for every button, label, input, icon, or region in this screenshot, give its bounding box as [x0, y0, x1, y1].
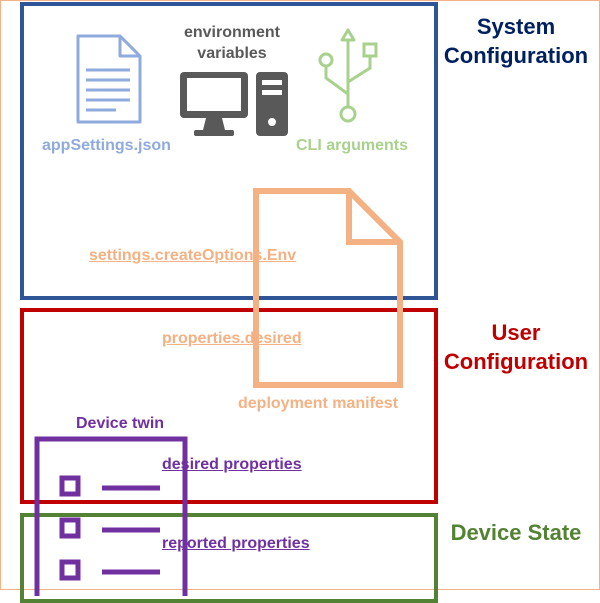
create-options-env-link[interactable]: settings.createOptions.Env [89, 247, 297, 264]
properties-desired-link[interactable]: properties.desired [162, 330, 302, 347]
document-icon [76, 34, 142, 124]
reported-properties-link[interactable]: reported properties [162, 535, 310, 552]
system-heading-line1: System [476, 14, 556, 39]
system-heading-line2: Configuration [443, 43, 589, 68]
checklist-icon [34, 436, 188, 596]
system-configuration-box [20, 2, 438, 300]
desktop-computer-icon [180, 72, 288, 136]
device-twin-label: Device twin [76, 415, 165, 432]
cli-arguments-label: CLI arguments [296, 137, 409, 154]
user-configuration-box [20, 308, 438, 504]
user-heading-line1: User [491, 320, 541, 345]
device-state-heading: Device State [450, 520, 582, 545]
system-configuration-heading: System Configuration [431, 12, 600, 70]
user-configuration-heading: User Configuration [431, 318, 600, 376]
deployment-manifest-label: deployment manifest [238, 395, 399, 412]
user-heading-line2: Configuration [443, 349, 589, 374]
desired-properties-link[interactable]: desired properties [162, 456, 302, 473]
app-settings-label: appSettings.json [42, 137, 171, 154]
usb-icon [318, 28, 378, 123]
environment-variables-label: environment variables [183, 24, 280, 62]
file-outline-icon [253, 188, 403, 388]
